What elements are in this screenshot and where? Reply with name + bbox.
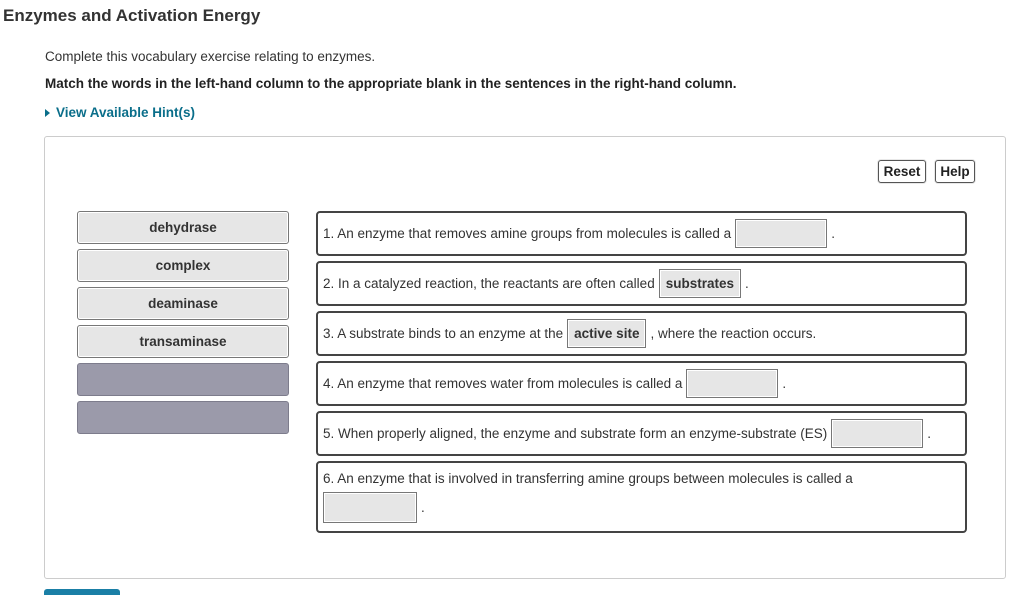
sentence-text: 4. An enzyme that removes water from mol… <box>323 376 683 391</box>
intro-text: Complete this vocabulary exercise relati… <box>45 49 376 64</box>
word-tile-deaminase[interactable]: deaminase <box>77 287 289 320</box>
answer-blank-1[interactable] <box>735 219 828 248</box>
sentence-1: 1. An enzyme that removes amine groups f… <box>316 211 967 256</box>
page-title: Enzymes and Activation Energy <box>3 6 261 25</box>
sentence-4: 4. An enzyme that removes water from mol… <box>316 361 967 406</box>
sentence-text: 3. A substrate binds to an enzyme at the <box>323 326 564 341</box>
sentence-2: 2. In a catalyzed reaction, the reactant… <box>316 261 967 306</box>
answer-blank-2[interactable]: substrates <box>658 269 741 298</box>
sentence-5: 5. When properly aligned, the enzyme and… <box>316 411 967 456</box>
sentence-end: , where the reaction occurs. <box>650 326 817 341</box>
sentence-end: . <box>744 276 749 291</box>
word-tile-transaminase[interactable]: transaminase <box>77 325 289 358</box>
word-tile-dehydrase[interactable]: dehydrase <box>77 211 289 244</box>
help-button[interactable]: Help <box>935 160 975 183</box>
sentence-end: . <box>831 226 835 241</box>
caret-right-icon <box>45 108 50 117</box>
answer-blank-5[interactable] <box>831 419 924 448</box>
answer-blank-3[interactable]: active site <box>567 319 647 348</box>
sentence-text: 2. In a catalyzed reaction, the reactant… <box>323 276 655 291</box>
sentence-end: . <box>421 500 425 515</box>
word-tile-complex[interactable]: complex <box>77 249 289 282</box>
submit-button[interactable] <box>44 589 120 595</box>
empty-word-slot <box>77 363 289 396</box>
empty-word-slot <box>77 401 289 434</box>
sentence-3: 3. A substrate binds to an enzyme at the… <box>316 311 967 356</box>
answer-blank-4[interactable] <box>686 369 779 398</box>
sentence-text: 1. An enzyme that removes amine groups f… <box>323 226 732 241</box>
sentence-6: 6. An enzyme that is involved in transfe… <box>316 461 967 533</box>
sentence-end: . <box>927 426 932 441</box>
view-hints-label: View Available Hint(s) <box>56 105 196 120</box>
reset-button[interactable]: Reset <box>878 160 926 183</box>
view-hints-link[interactable]: View Available Hint(s) <box>45 105 195 120</box>
sentence-text: 6. An enzyme that is involved in transfe… <box>323 471 853 486</box>
answer-blank-6[interactable] <box>323 492 417 523</box>
sentence-6-answer-row: . <box>323 492 425 523</box>
instructions-text: Match the words in the left-hand column … <box>45 76 737 91</box>
word-bank: dehydrase complex deaminase transaminase <box>77 211 289 439</box>
sentence-list: 1. An enzyme that removes amine groups f… <box>316 211 967 538</box>
sentence-text: 5. When properly aligned, the enzyme and… <box>323 426 828 441</box>
sentence-end: . <box>782 376 787 391</box>
